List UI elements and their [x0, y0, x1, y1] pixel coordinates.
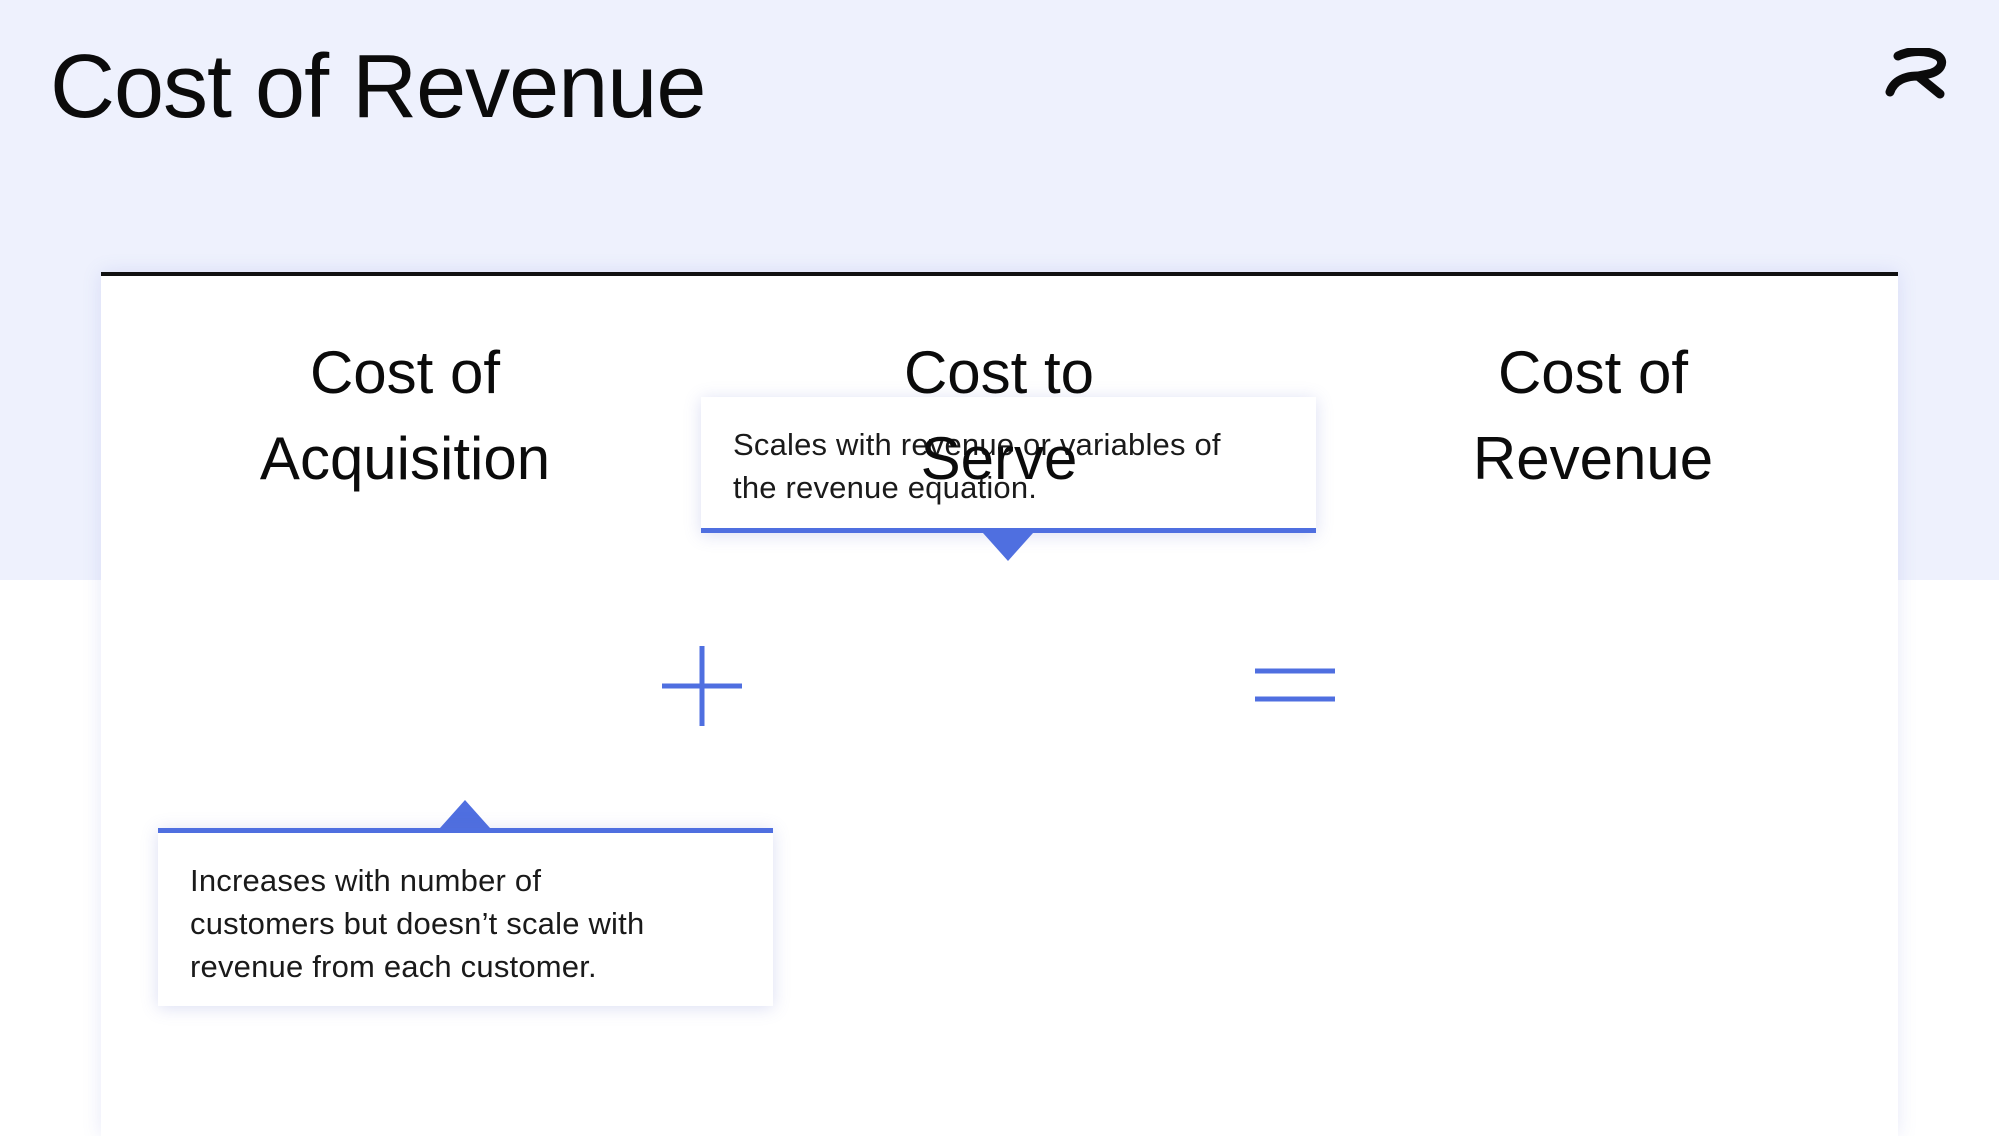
term-cost-of-acquisition-line-1: Cost of — [309, 339, 501, 406]
callout-cost-to-serve: Scales with revenue or variables of the … — [701, 397, 1316, 533]
callout-cost-of-acquisition: Increases with number of customers but d… — [158, 828, 773, 1006]
term-cost-to-serve-line-2: Serve — [920, 425, 1078, 492]
term-cost-of-revenue-line-1: Cost of — [1497, 339, 1689, 406]
brand-logo-icon — [1885, 48, 1947, 99]
callout-cost-of-acquisition-line-1: Increases with number of — [190, 863, 542, 898]
term-cost-to-serve: Cost to Serve — [789, 330, 1209, 502]
term-cost-of-acquisition: Cost of Acquisition — [195, 330, 615, 502]
term-cost-of-acquisition-line-2: Acquisition — [259, 425, 551, 492]
callout-pointer-down-icon — [983, 533, 1033, 561]
callout-cost-of-acquisition-line-2: customers but doesn’t scale with — [190, 906, 645, 941]
plus-icon — [662, 646, 742, 726]
callout-cost-to-serve-line-1: Scales with revenue or variables of — [733, 427, 1221, 462]
page-title: Cost of Revenue — [50, 37, 706, 137]
term-cost-of-revenue-line-2: Revenue — [1472, 425, 1714, 492]
term-cost-to-serve-line-1: Cost to — [903, 339, 1095, 406]
callout-cost-of-acquisition-line-3: revenue from each customer. — [190, 949, 597, 984]
equals-icon — [1255, 668, 1335, 702]
callout-pointer-up-icon — [440, 800, 490, 828]
term-cost-of-revenue: Cost of Revenue — [1383, 330, 1803, 502]
callout-cost-to-serve-line-2: the revenue equation. — [733, 470, 1038, 505]
